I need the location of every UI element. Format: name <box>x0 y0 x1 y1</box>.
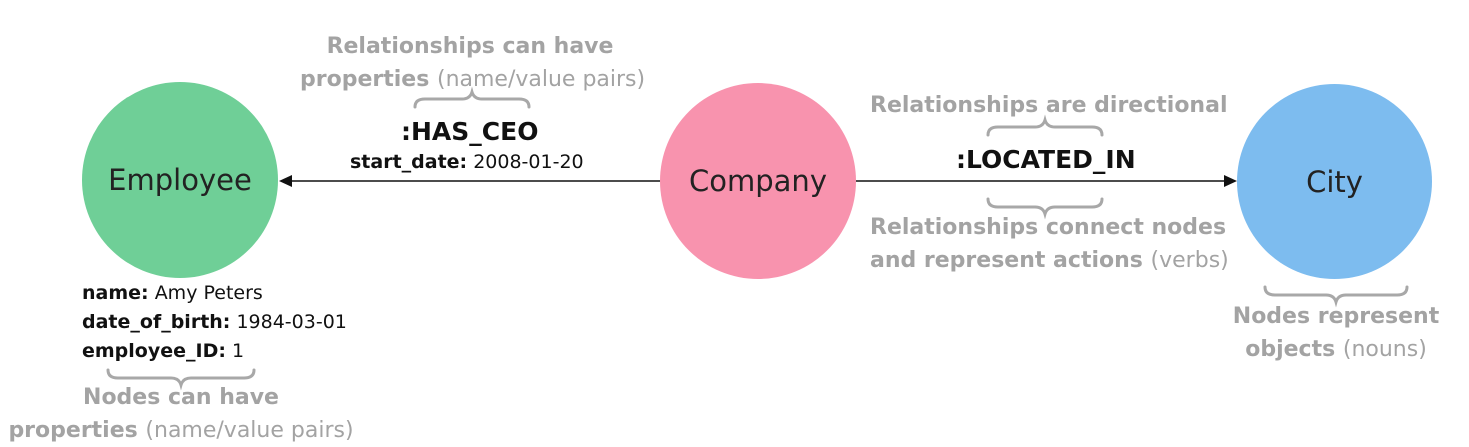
property-key: employee_ID: <box>82 340 226 362</box>
property-value: 1 <box>232 340 245 362</box>
annotation-line: and represent actions (verbs) <box>870 244 1229 277</box>
annotation-bold: properties <box>8 418 138 443</box>
edge-has-ceo <box>279 175 660 187</box>
annotation-line: Relationships can have <box>326 34 614 59</box>
brace-rel-properties-icon <box>413 86 531 109</box>
rel-property-value: 2008-01-20 <box>473 151 584 173</box>
brace-node-objects-icon <box>1263 285 1409 308</box>
node-city-label: City <box>1306 164 1363 199</box>
annotation-line: Nodes represent <box>1232 304 1440 329</box>
rel-located-in-type: :LOCATED_IN <box>956 145 1136 174</box>
arrowhead-right-icon <box>1224 175 1237 187</box>
employee-property-dob: date_of_birth: 1984-03-01 <box>82 311 347 333</box>
brace-node-properties-icon <box>106 368 256 391</box>
annotation-line: Relationships connect nodes <box>870 215 1227 240</box>
node-company: Company <box>660 83 856 279</box>
arrowhead-left-icon <box>279 175 292 187</box>
property-key: date_of_birth: <box>82 311 231 333</box>
annotation-node-objects: Nodes represent objects (nouns) <box>1216 300 1456 366</box>
node-employee-label: Employee <box>108 163 252 197</box>
annotation-line: properties (name/value pairs) <box>6 414 356 447</box>
property-value: Amy Peters <box>154 282 263 304</box>
annotation-light: (nouns) <box>1342 337 1427 362</box>
annotation-bold: properties <box>300 67 430 92</box>
rel-has-ceo-type: :HAS_CEO <box>401 117 539 146</box>
rel-property-key: start_date: <box>350 151 468 173</box>
annotation-bold: objects <box>1245 337 1336 362</box>
annotation-bold: and represent actions <box>870 248 1143 273</box>
annotation-light: (name/value pairs) <box>145 418 354 443</box>
brace-rel-directional-icon <box>986 114 1104 137</box>
annotation-light: (verbs) <box>1150 248 1229 273</box>
property-value: 1984-03-01 <box>236 311 347 333</box>
annotation-light: (name/value pairs) <box>436 67 646 92</box>
annotation-line: objects (nouns) <box>1216 333 1456 366</box>
node-company-label: Company <box>689 164 827 198</box>
annotation-line: properties (name/value pairs) <box>300 63 645 96</box>
property-key: name: <box>82 282 149 304</box>
annotation-line: Relationships are directional <box>870 93 1228 118</box>
annotation-rel-connect: Relationships connect nodes and represen… <box>870 211 1229 277</box>
node-city: City <box>1237 84 1432 279</box>
edge-located-in <box>856 175 1237 187</box>
annotation-line: Nodes can have <box>83 385 279 410</box>
employee-property-id: employee_ID: 1 <box>82 340 244 362</box>
employee-property-name: name: Amy Peters <box>82 282 263 304</box>
brace-rel-connect-icon <box>986 197 1104 220</box>
annotation-rel-directional: Relationships are directional <box>870 89 1228 122</box>
annotation-rel-properties: Relationships can have properties (name/… <box>300 30 645 96</box>
node-employee: Employee <box>82 82 278 278</box>
rel-has-ceo-property: start_date: 2008-01-20 <box>350 151 584 173</box>
annotation-node-properties: Nodes can have properties (name/value pa… <box>6 381 356 447</box>
